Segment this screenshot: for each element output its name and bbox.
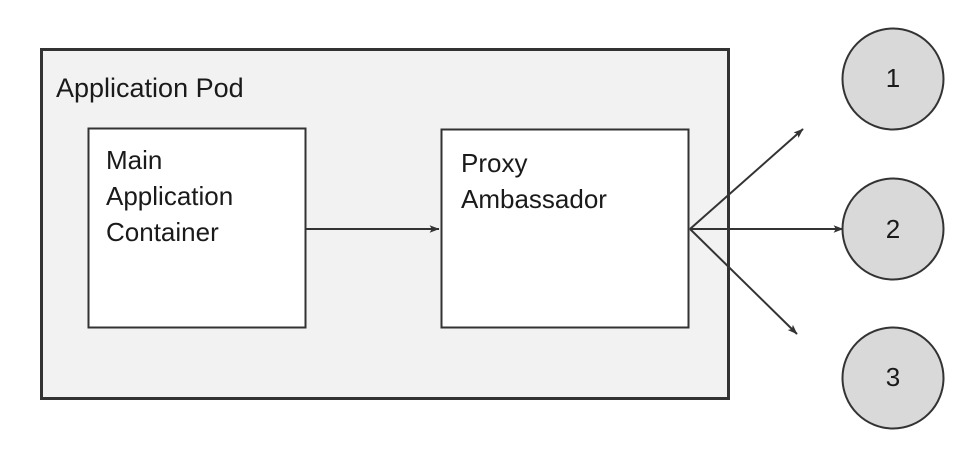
service-2-label: 2 xyxy=(885,214,901,244)
proxy-ambassador-box xyxy=(440,128,690,329)
service-3-label: 3 xyxy=(885,362,901,392)
service-3-circle xyxy=(841,326,945,430)
service-2-circle xyxy=(841,177,945,281)
service-1-circle xyxy=(841,27,945,131)
connector-proxy-to-service-1 xyxy=(689,128,804,230)
proxy-ambassador-label: Proxy Ambassador xyxy=(461,148,607,214)
application-pod-label: Application Pod xyxy=(56,73,244,103)
main-application-container-box xyxy=(87,127,307,329)
connector-proxy-to-service-3 xyxy=(689,228,798,335)
main-application-container-label: Main Application Container xyxy=(106,145,234,247)
service-1-label: 1 xyxy=(885,63,901,93)
